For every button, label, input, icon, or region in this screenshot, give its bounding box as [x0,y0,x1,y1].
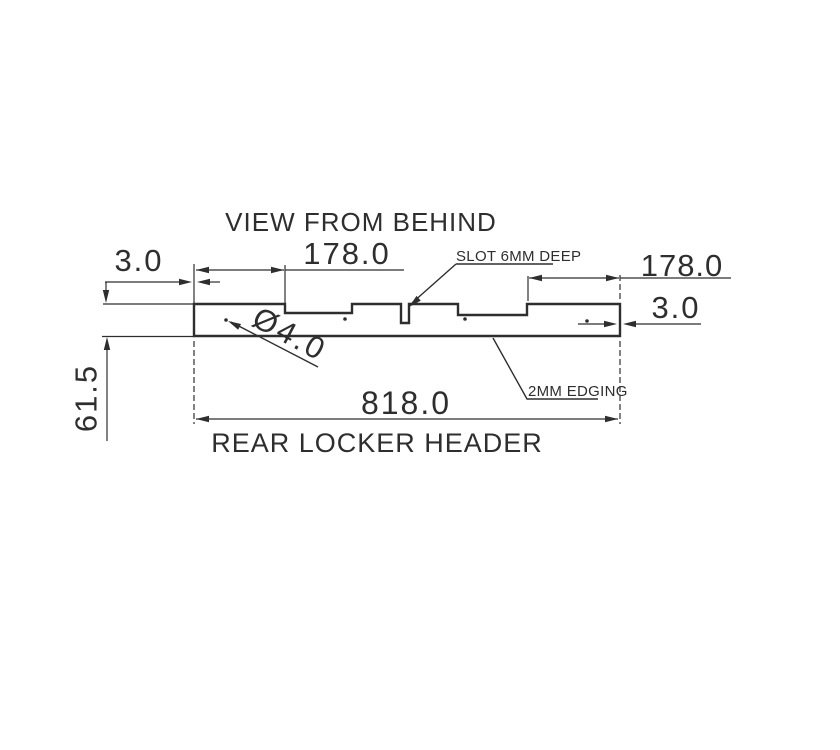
part-title: REAR LOCKER HEADER [211,428,543,458]
arrow-span-left-a [196,266,209,274]
dim-178-left: 178.0 [303,236,391,271]
extension-lines [102,264,621,424]
arrow-overall-right [605,415,618,423]
dim-3-left: 3.0 [114,243,164,278]
hole-dot [224,318,228,322]
arrow-height-down [102,290,110,303]
hole-diameter-leader [230,321,319,368]
arrow-edge-right-in [604,320,617,328]
slot-leader [411,263,457,304]
arrow-edge-left-out [197,278,210,286]
arrow-span-left-b [271,266,284,274]
arrow-span-right-b [606,274,619,282]
dim-61-5: 61.5 [68,363,104,433]
view-title: VIEW FROM BEHIND [225,207,497,237]
dimension-lines [105,269,731,441]
dim-818: 818.0 [360,385,452,421]
arrow-edge-left-in [179,278,192,286]
edging-note: 2MM EDGING [528,383,628,400]
arrow-edge-right-out [623,320,636,328]
arrowheads [102,266,636,423]
leader-lines [230,263,598,400]
arrow-overall-left [196,415,209,423]
dim-178-right: 178.0 [640,248,724,283]
hole-dot [463,317,467,321]
hole-dots [224,317,589,323]
dim-3-right: 3.0 [651,290,701,325]
arrow-hole-leader [228,321,242,330]
part-outline [192,302,622,338]
arrow-slot-leader [409,295,421,307]
arrow-height-up [103,337,111,350]
edging-leader [492,337,598,400]
arrow-span-right-a [529,274,542,282]
hole-dot [585,319,589,323]
slot-depth-note: SLOT 6MM DEEP [456,248,582,265]
hole-dot [343,317,347,321]
